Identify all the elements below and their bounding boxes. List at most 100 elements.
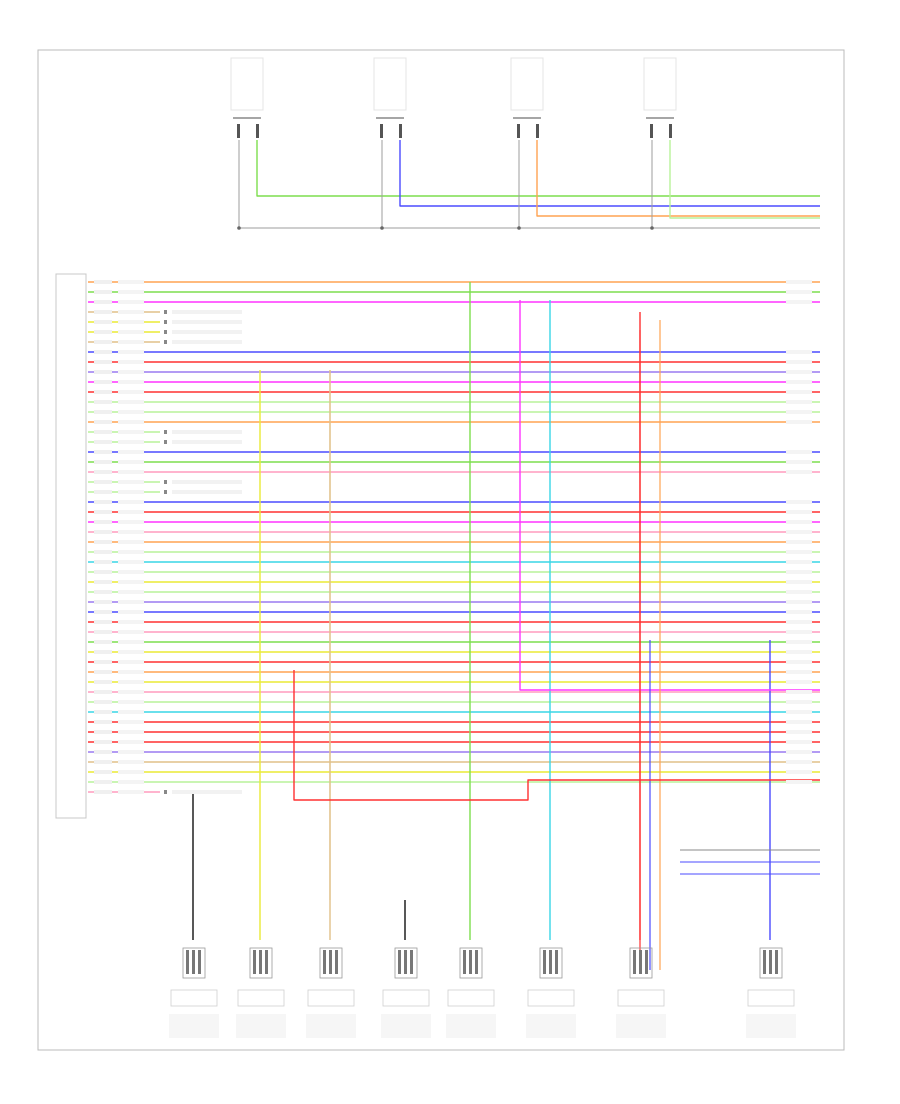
sensor-signal-wire-4 [669, 140, 820, 219]
wire-code-28 [118, 550, 144, 554]
ground-splice-2 [380, 226, 384, 230]
wire-code-22 [118, 490, 144, 494]
wire-code-37 [118, 640, 144, 644]
pin-label-43 [94, 700, 112, 704]
pin-label-8 [94, 350, 112, 354]
right-code-44 [786, 710, 812, 714]
right-code-1 [786, 280, 812, 284]
wire-code-4 [118, 310, 144, 314]
sensor-ff-2-pin-1 [463, 950, 466, 974]
wire-code-24 [118, 510, 144, 514]
wire-code-6 [118, 330, 144, 334]
wire-code-14 [118, 410, 144, 414]
pin-label-3 [94, 300, 112, 304]
sensor-f-2-pin-3 [555, 950, 558, 974]
right-code-40 [786, 670, 812, 674]
magenta-harness [519, 300, 820, 691]
right-code-50 [786, 770, 812, 774]
right-code-34 [786, 610, 812, 614]
throttle-valve-connector [629, 947, 653, 979]
stub-note-52 [172, 790, 242, 794]
wire-code-3 [118, 300, 144, 304]
right-code-28 [786, 550, 812, 554]
sensor-ff-1-pin-3 [265, 950, 268, 974]
right-code-8 [786, 350, 812, 354]
throttle-valve-caption [616, 1014, 666, 1038]
wire-code-50 [118, 770, 144, 774]
wire-code-18 [118, 450, 144, 454]
pin-label-47 [94, 740, 112, 744]
kick-sensor-2-pin-2 [404, 950, 407, 974]
wire-code-21 [118, 480, 144, 484]
wire-code-12 [118, 390, 144, 394]
wire-code-16 [118, 430, 144, 434]
pin-label-26 [94, 530, 112, 534]
right-code-47 [786, 740, 812, 744]
wire-code-43 [118, 700, 144, 704]
sensor-ff-1-caption [236, 1014, 286, 1038]
pin-label-34 [94, 610, 112, 614]
sensor-f-2-connector [539, 947, 563, 979]
pin-label-25 [94, 520, 112, 524]
pin-label-6 [94, 330, 112, 334]
wire-code-52 [118, 790, 144, 794]
top-sensor-pin-1a [237, 124, 240, 138]
pin-label-46 [94, 730, 112, 734]
pin-label-4 [94, 310, 112, 314]
kick-sensor-1-pin-3 [198, 950, 201, 974]
wire-code-31 [118, 580, 144, 584]
pin-label-40 [94, 670, 112, 674]
sensor-f-1-caption [306, 1014, 356, 1038]
fuel-pressure-sensor-pin-2 [769, 950, 772, 974]
stub-note-7 [172, 340, 242, 344]
pin-label-38 [94, 650, 112, 654]
right-code-38 [786, 650, 812, 654]
wire-code-39 [118, 660, 144, 664]
diagram-frame [37, 49, 845, 1051]
connector-stub-17 [164, 440, 167, 444]
right-code-48 [786, 750, 812, 754]
stub-note-22 [172, 490, 242, 494]
kick-sensor-2-pin-1 [398, 950, 401, 974]
right-code-42 [786, 690, 812, 694]
wire-code-33 [118, 600, 144, 604]
sensor-f-2-pin-1 [543, 950, 546, 974]
right-code-27 [786, 540, 812, 544]
wire-code-45 [118, 720, 144, 724]
stub-note-4 [172, 310, 242, 314]
ground-splice-3 [517, 226, 521, 230]
pin-label-16 [94, 430, 112, 434]
ground-splice-1 [237, 226, 241, 230]
sensor-ff-2-pin-3 [475, 950, 478, 974]
connector-stub-5 [164, 320, 167, 324]
right-code-43 [786, 700, 812, 704]
component-layer [94, 57, 812, 1038]
wire-code-1 [118, 280, 144, 284]
right-code-11 [786, 380, 812, 384]
connector-stub-52 [164, 790, 167, 794]
stub-note-16 [172, 430, 242, 434]
sensor-ground-wire-2 [381, 140, 820, 229]
wire-code-20 [118, 470, 144, 474]
right-code-35 [786, 620, 812, 624]
right-code-20 [786, 470, 812, 474]
kick-sensor-1-body [170, 989, 218, 1007]
sensor-f-1-pin-1 [323, 950, 326, 974]
fuel-pressure-sensor-caption [746, 1014, 796, 1038]
right-code-45 [786, 720, 812, 724]
stub-note-5 [172, 320, 242, 324]
pin-label-20 [94, 470, 112, 474]
wire-code-51 [118, 780, 144, 784]
pin-label-23 [94, 500, 112, 504]
sensor-f-2-caption [526, 1014, 576, 1038]
pin-label-21 [94, 480, 112, 484]
right-code-3 [786, 300, 812, 304]
wire-code-19 [118, 460, 144, 464]
pin-label-39 [94, 660, 112, 664]
pin-label-36 [94, 630, 112, 634]
sensor-ff-1-pin-1 [253, 950, 256, 974]
outer-frame [37, 49, 845, 1051]
pin-label-2 [94, 290, 112, 294]
connector-stub-22 [164, 490, 167, 494]
pin-label-51 [94, 780, 112, 784]
